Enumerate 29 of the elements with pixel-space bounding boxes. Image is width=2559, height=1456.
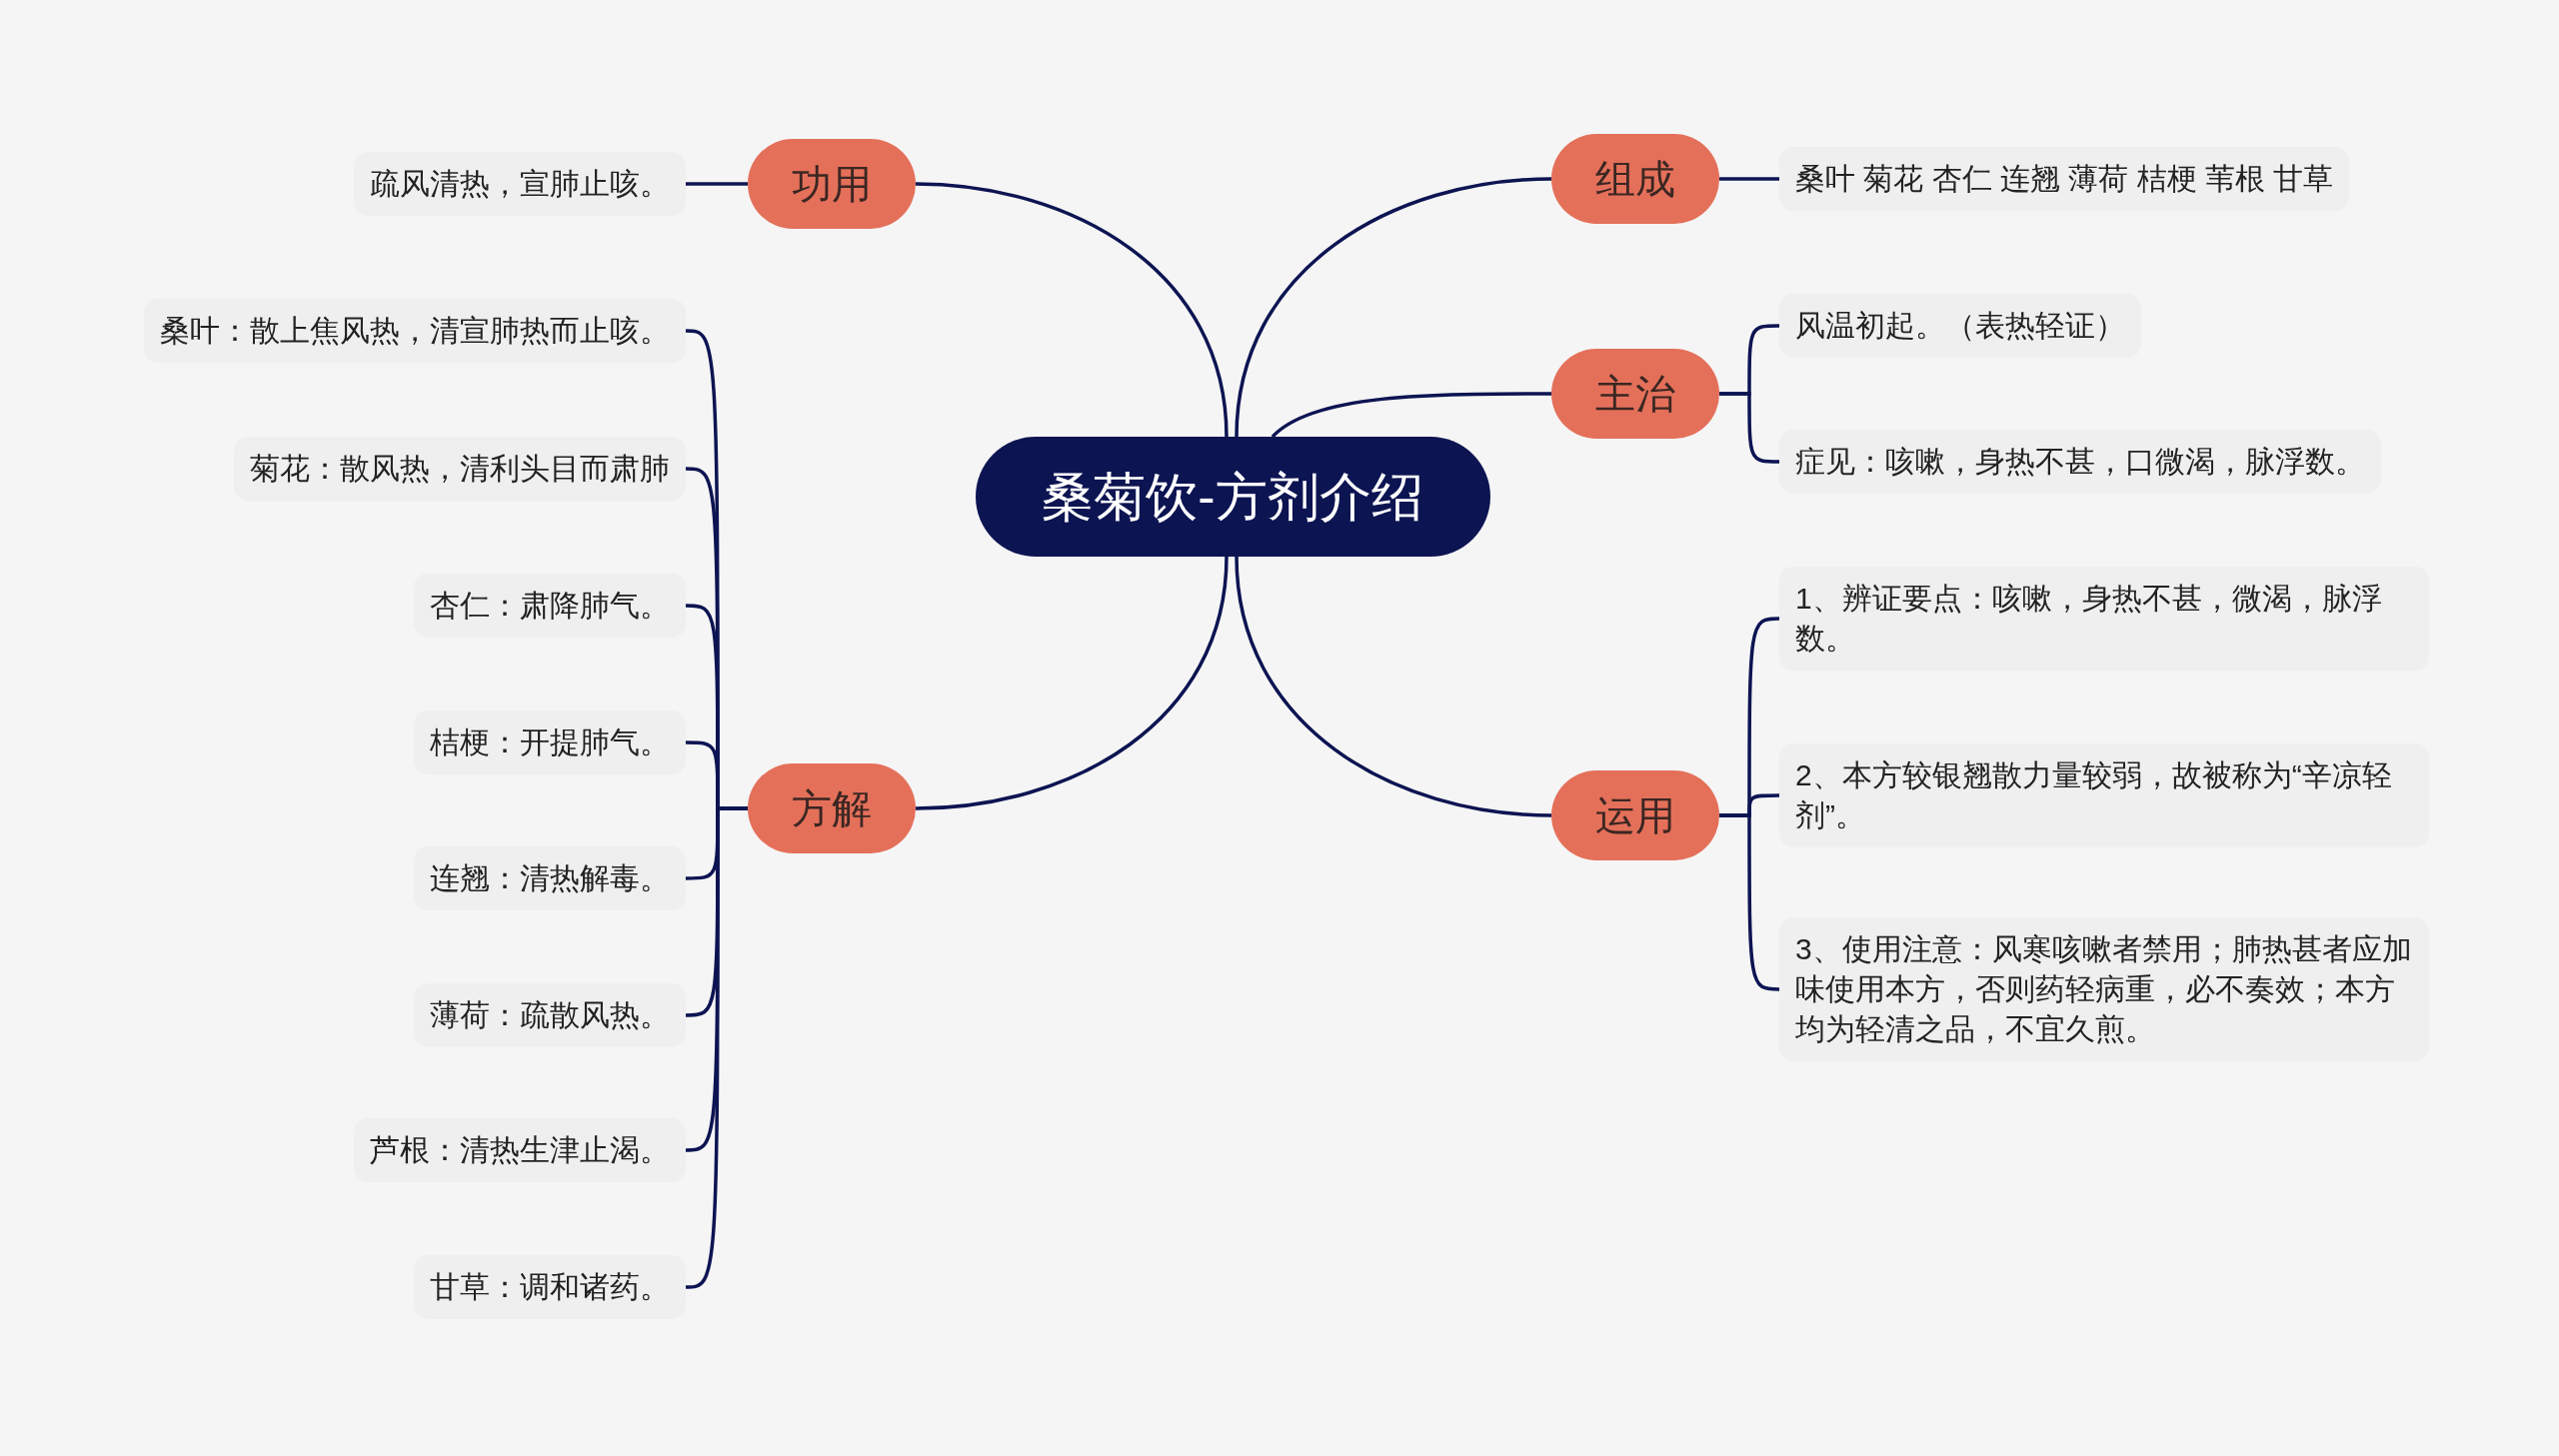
subtopic-card: 症见：咳嗽，身热不甚，口微渴，脉浮数。 xyxy=(1779,430,2381,494)
connector-line xyxy=(1235,177,1552,438)
subtopic-card: 疏风清热，宣肺止咳。 xyxy=(354,152,686,216)
subtopic-card: 甘草：调和诸药。 xyxy=(414,1255,686,1319)
subtopic-card: 杏仁：肃降肺气。 xyxy=(414,574,686,638)
branch-topic: 方解 xyxy=(748,763,916,853)
subtopic-card: 芦根：清热生津止渴。 xyxy=(354,1118,686,1182)
connector-line xyxy=(686,182,748,186)
connector-line xyxy=(1719,177,1779,181)
subtopic-card: 菊花：散风热，清利头目而肃肺 xyxy=(234,437,686,501)
subtopic-card: 桑叶：散上焦风热，清宣肺热而止咳。 xyxy=(144,299,686,363)
branch-topic: 运用 xyxy=(1551,770,1719,860)
subtopic-card: 1、辨证要点：咳嗽，身热不甚，微渴，脉浮数。 xyxy=(1779,567,2429,671)
subtopic-card: 薄荷：疏散风热。 xyxy=(414,983,686,1047)
central-topic: 桑菊饮-方剂介绍 xyxy=(975,437,1490,557)
subtopic-card: 桔梗：开提肺气。 xyxy=(414,711,686,774)
connector-line xyxy=(915,182,1229,438)
branch-topic: 功用 xyxy=(748,139,916,229)
subtopic-card: 3、使用注意：风寒咳嗽者禁用；肺热甚者应加味使用本方，否则药轻病重，必不奏效；本方均为轻清之品，不宜久煎。 xyxy=(1779,917,2429,1061)
subtopic-card: 风温初起。（表热轻证） xyxy=(1779,294,2141,358)
connector-line xyxy=(1271,392,1551,439)
branch-topic: 主治 xyxy=(1551,349,1719,439)
connector-line xyxy=(915,556,1229,810)
subtopic-card: 连翘：清热解毒。 xyxy=(414,846,686,910)
connector-line xyxy=(1235,556,1552,817)
subtopic-card: 2、本方较银翘散力量较弱，故被称为“辛凉轻剂”。 xyxy=(1779,743,2429,847)
subtopic-card: 桑叶 菊花 杏仁 连翘 薄荷 桔梗 苇根 甘草 xyxy=(1779,147,2350,211)
branch-topic: 组成 xyxy=(1551,134,1719,224)
connector-line xyxy=(685,806,748,1289)
